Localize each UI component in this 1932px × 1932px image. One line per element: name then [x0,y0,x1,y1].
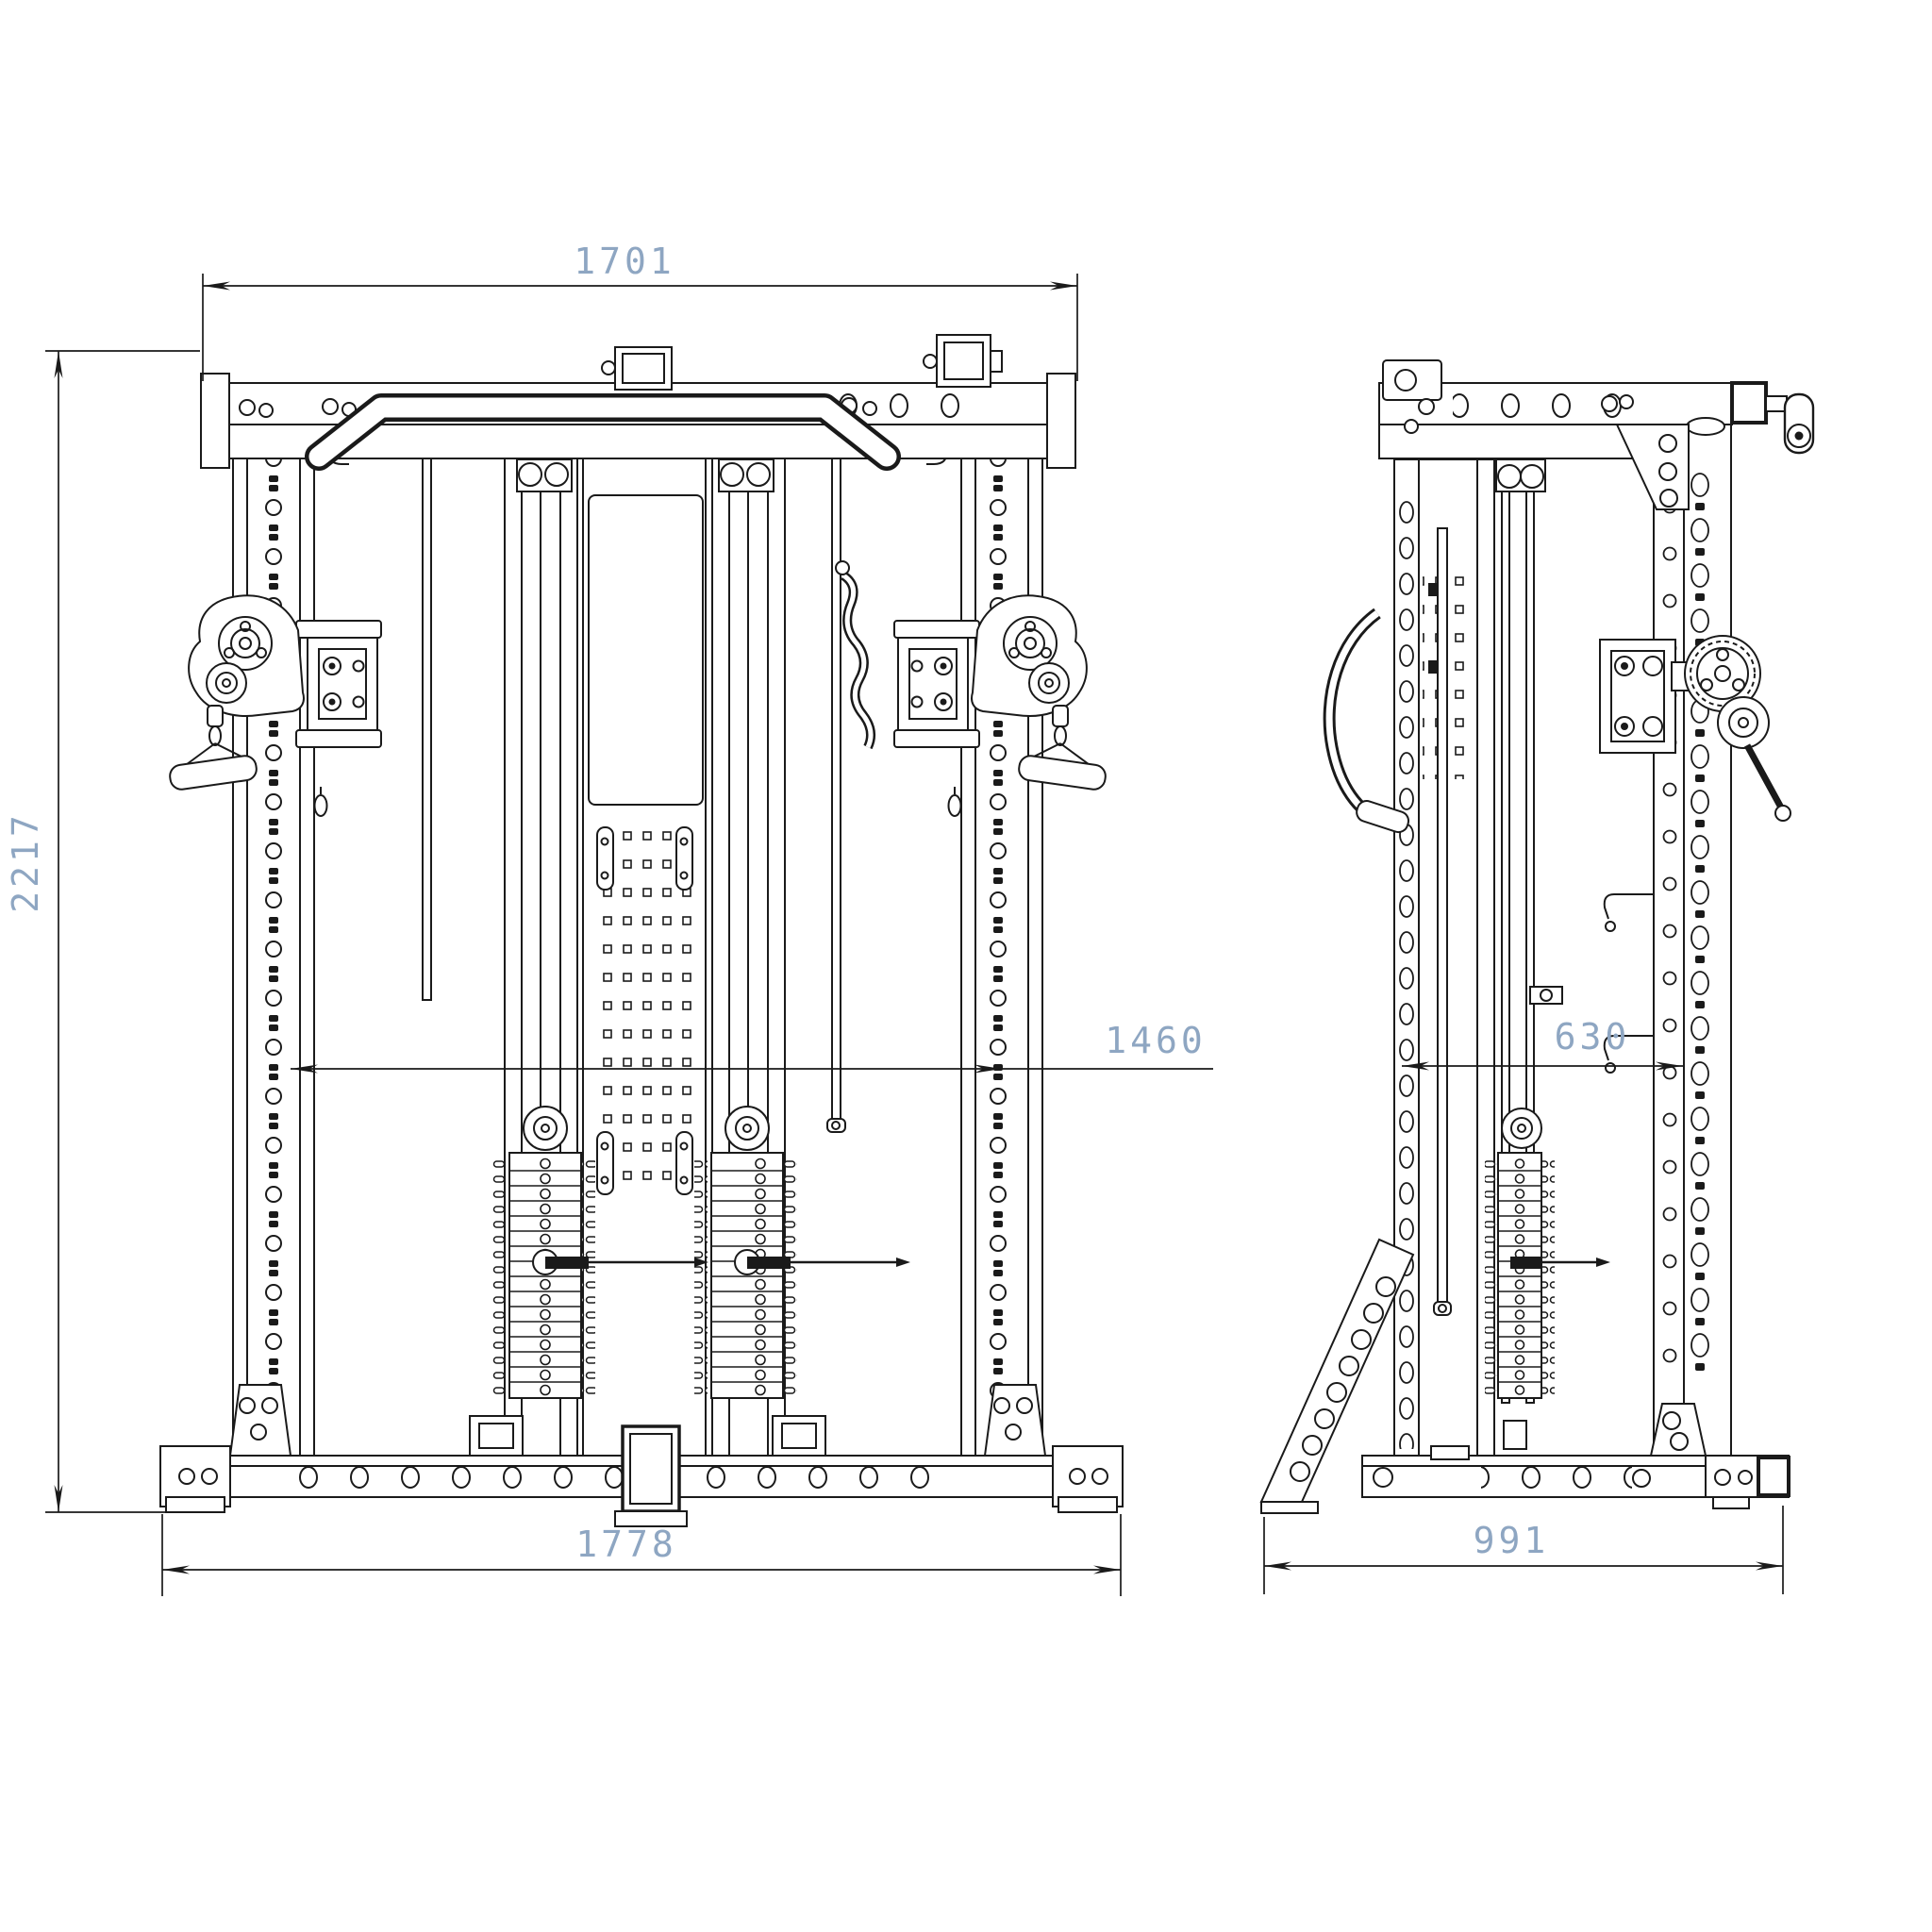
side-view [1259,359,1815,1514]
accessory-rod-left [406,439,432,1001]
upright-right [926,414,1043,1457]
side-top-beam [1378,359,1815,510]
storage-rod [1437,527,1448,1308]
diagonal-brace [1259,1238,1415,1514]
stirrup-handle [169,755,258,791]
side-weight-stack [1485,1108,1610,1450]
pulley-large [218,616,273,671]
carabiner [313,794,328,817]
front-base [159,1384,1124,1527]
side-trainer-arm [1599,635,1791,822]
accessory-rod-right [826,439,876,1133]
bottom-anchor-block [614,1424,688,1527]
upright-left [232,414,349,1457]
dim-front-inner-width: 1460 [291,1020,1213,1074]
pulley [523,1106,568,1151]
trolley-winch-block [923,334,1003,388]
center-frame [582,429,707,1456]
dim-label-side-inner-depth: 630 [1555,1016,1631,1058]
cable-anchor-block [601,346,673,391]
side-post [1653,421,1732,1457]
brand-plaque [588,494,704,806]
dim-label-overall-height: 2217 [5,811,46,913]
weight-tower-right [694,424,910,1457]
pulley-small [206,662,247,704]
dim-side-inner-depth: 630 [1402,1016,1683,1071]
trainer-arm-left [169,594,382,817]
dim-label-inner-width: 1460 [1105,1020,1207,1061]
side-base [1259,1238,1790,1514]
dim-label-side-base-depth: 991 [1474,1520,1550,1561]
anchor-slots [596,826,693,1195]
dim-front-top-width: 1701 [202,241,1078,381]
dim-label-base-width: 1778 [575,1524,677,1565]
dimensions: 1701 2217 1460 630 1778 991 [5,241,1784,1596]
dim-front-overall-height: 2217 [5,350,200,1513]
dim-side-base-depth: 991 [1263,1506,1784,1594]
dim-front-base-width: 1778 [161,1514,1122,1596]
pulley [724,1106,770,1151]
pull-up-bar [305,393,901,471]
side-rope-handle [1323,608,1410,834]
front-view [159,334,1124,1527]
pulley-small [1717,696,1770,749]
dim-label-top-width: 1701 [574,241,675,282]
side-panel [1393,458,1478,1457]
